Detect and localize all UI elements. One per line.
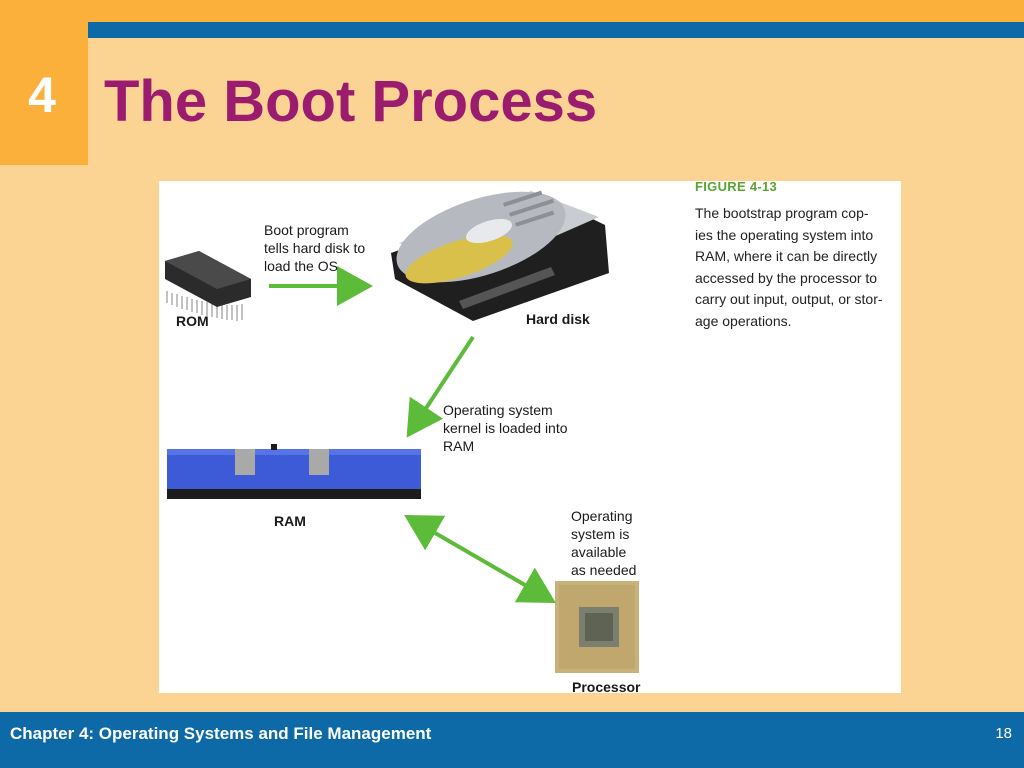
processor-label: Processor bbox=[572, 679, 641, 695]
top-accent-band bbox=[0, 0, 1024, 22]
slide-title: The Boot Process bbox=[104, 69, 598, 134]
processor-image bbox=[555, 581, 639, 673]
kernel-loaded-note: Operating system kernel is loaded into R… bbox=[443, 402, 568, 454]
hard-disk-label: Hard disk bbox=[526, 311, 590, 327]
figure-caption: The bootstrap program cop- ies the opera… bbox=[695, 205, 883, 329]
chapter-number-box: 4 bbox=[0, 22, 88, 165]
os-available-note: Operating system is available as needed bbox=[571, 508, 637, 578]
footer-bar: Chapter 4: Operating Systems and File Ma… bbox=[0, 712, 1024, 768]
arrow-ram-processor bbox=[404, 514, 556, 604]
figure-illustration bbox=[165, 190, 639, 673]
header-blue-rule bbox=[88, 22, 1024, 38]
boot-process-figure: ROM Hard disk RAM Processor Boot program… bbox=[159, 179, 901, 695]
figure-number: FIGURE 4-13 bbox=[695, 179, 778, 194]
ram-module-image bbox=[167, 444, 421, 499]
ram-label: RAM bbox=[274, 513, 306, 529]
arrow-disk-to-ram bbox=[406, 335, 475, 438]
footer-chapter-title: Chapter 4: Operating Systems and File Ma… bbox=[10, 724, 432, 743]
hard-disk-image bbox=[391, 190, 609, 321]
page-number: 18 bbox=[995, 725, 1012, 742]
rom-chip-image bbox=[165, 251, 251, 321]
rom-label: ROM bbox=[176, 313, 209, 329]
boot-program-note: Boot program tells hard disk to load the… bbox=[264, 222, 366, 274]
chapter-number: 4 bbox=[28, 67, 56, 123]
